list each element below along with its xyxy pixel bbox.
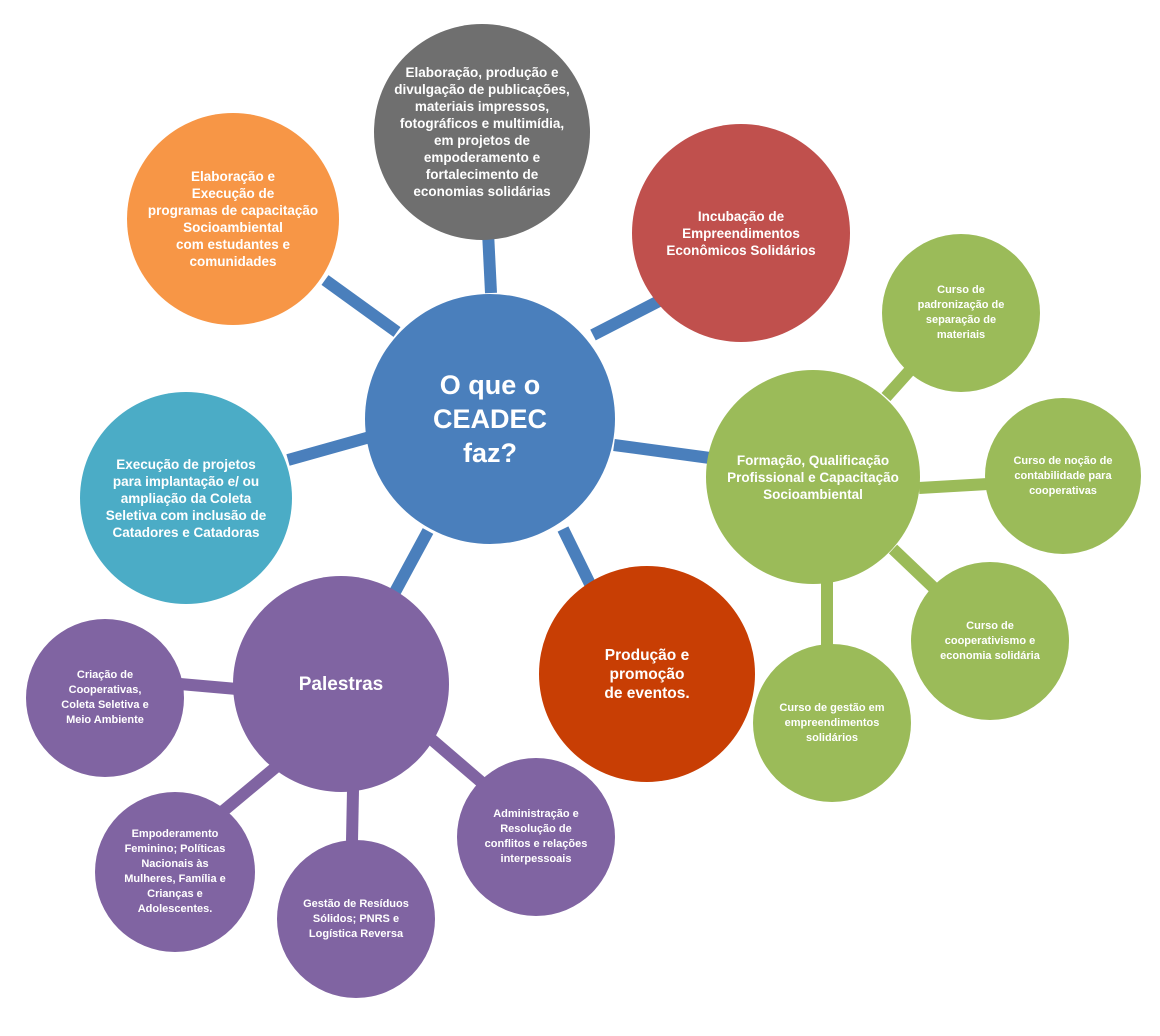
link-center-qualification — [613, 439, 711, 464]
link-qualification-accounting — [918, 478, 989, 494]
selective-collection-label: Execução de projetos para implantação e/… — [105, 456, 267, 540]
training-programs-node: Elaboração e Execução de programas de ca… — [127, 113, 339, 325]
events-node: Produção e promoção de eventos. — [539, 566, 755, 782]
waste-lecture-node: Gestão de Resíduos Sólidos; PNRS e Logís… — [277, 840, 435, 998]
link-lectures-waste — [346, 789, 359, 842]
link-center-events — [557, 526, 596, 587]
incubation-label: Incubação de Empreendimentos Econômicos … — [666, 208, 816, 258]
management-course-label: Curso de gestão em empreendimentos solid… — [779, 701, 885, 744]
link-center-training — [321, 275, 401, 337]
qualification-label: Formação, Qualificação Profissional e Ca… — [727, 452, 899, 502]
link-qualification-cooperativism — [888, 544, 940, 594]
selective-collection-node: Execução de projetos para implantação e/… — [80, 392, 292, 604]
standardization-course-node: Curso de padronização de separação de ma… — [882, 234, 1040, 392]
cooperatives-lecture-node: Criação de Cooperativas, Coleta Seletiva… — [26, 619, 184, 777]
accounting-course-node: Curso de noção de contabilidade para coo… — [985, 398, 1141, 554]
standardization-course-label: Curso de padronização de separação de ma… — [917, 284, 1005, 341]
cooperativism-course-node: Curso de cooperativismo e economia solid… — [911, 562, 1069, 720]
conflicts-lecture-node: Administração e Resolução de conflitos e… — [457, 758, 615, 916]
events-label: Produção e promoção de eventos. — [604, 646, 690, 702]
lectures-label: Palestras — [298, 673, 384, 695]
qualification-node: Formação, Qualificação Profissional e Ca… — [706, 370, 920, 584]
publications-label: Elaboração, produção e divulgação de pub… — [394, 65, 570, 199]
link-center-collection — [286, 431, 372, 466]
women-lecture-label: Empoderamento Feminino; Políticas Nacion… — [124, 828, 226, 915]
link-lectures-conflicts — [426, 733, 491, 792]
cooperatives-lecture-label: Criação de Cooperativas, Coleta Seletiva… — [61, 669, 149, 726]
waste-lecture-label: Gestão de Resíduos Sólidos; PNRS e Logís… — [303, 897, 409, 940]
conflicts-lecture-label: Administração e Resolução de conflitos e… — [484, 808, 588, 865]
cooperativism-course-label: Curso de cooperativismo e economia solid… — [940, 619, 1040, 662]
link-center-publications — [482, 231, 497, 294]
incubation-node: Incubação de Empreendimentos Econômicos … — [632, 124, 850, 342]
link-qualification-standardization — [881, 363, 917, 402]
training-programs-label: Elaboração e Execução de programas de ca… — [147, 169, 319, 269]
women-lecture-node: Empoderamento Feminino; Políticas Nacion… — [95, 792, 255, 952]
link-lectures-women — [218, 757, 286, 817]
link-center-lectures — [389, 528, 434, 595]
link-center-incubation — [590, 294, 664, 341]
publications-node: Elaboração, produção e divulgação de pub… — [374, 24, 590, 240]
link-lectures-cooperatives — [179, 678, 238, 695]
center-label: O que o CEADEC faz? — [432, 370, 547, 468]
management-course-node: Curso de gestão em empreendimentos solid… — [753, 644, 911, 802]
lectures-node: Palestras — [233, 576, 449, 792]
accounting-course-label: Curso de noção de contabilidade para coo… — [1013, 454, 1113, 497]
center-node: O que o CEADEC faz? — [365, 294, 615, 544]
